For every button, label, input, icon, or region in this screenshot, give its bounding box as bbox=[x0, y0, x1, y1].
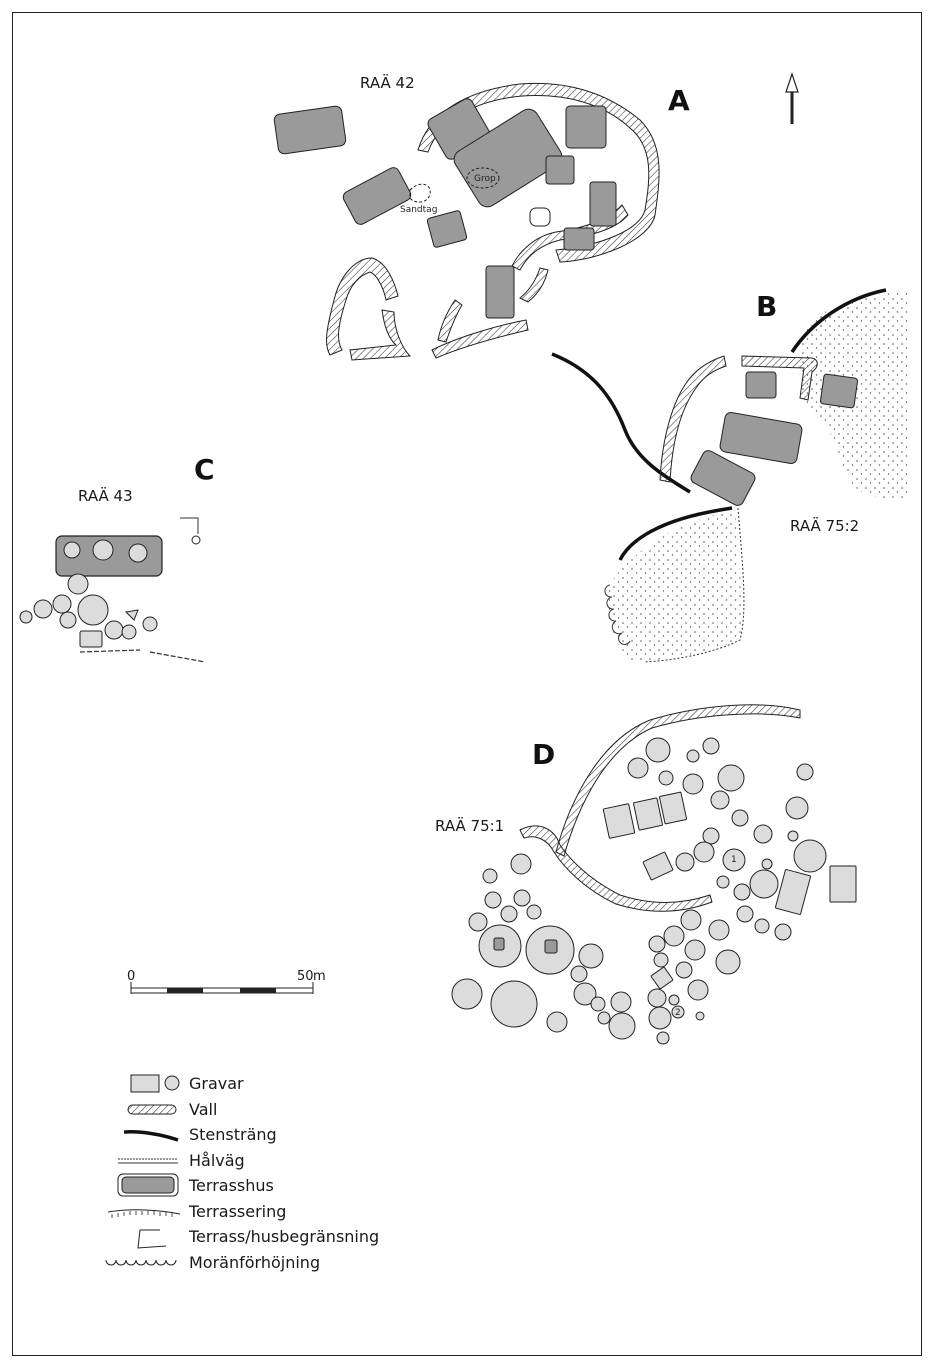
sand-pit-a bbox=[409, 183, 431, 203]
wall-b2 bbox=[741, 355, 818, 401]
grave-icon bbox=[130, 1074, 180, 1093]
hollow-way-b bbox=[643, 507, 745, 663]
legend-label-hollow-way: Hålväg bbox=[189, 1151, 245, 1170]
terrace-boundary-icon bbox=[137, 1229, 167, 1249]
wall-b1 bbox=[659, 355, 727, 483]
wall-left-a bbox=[326, 257, 399, 356]
site-a-name: RAÄ 42 bbox=[360, 73, 415, 92]
north-arrow-icon bbox=[785, 72, 799, 124]
terrace-houses-b bbox=[690, 371, 859, 506]
hollow-way-c bbox=[79, 649, 206, 663]
legend-label-stone-row: Stensträng bbox=[189, 1125, 277, 1144]
site-b-letter: B bbox=[756, 290, 777, 323]
site-b: RAÄ 75:2 B bbox=[551, 288, 910, 663]
wall-mid-a bbox=[519, 267, 549, 303]
moraine-elevation-icon bbox=[105, 1259, 177, 1266]
pit-a bbox=[466, 167, 500, 189]
terrace-houses-a bbox=[273, 98, 617, 319]
legend-label-wall: Vall bbox=[189, 1100, 217, 1119]
grave-inner-2 bbox=[544, 939, 558, 954]
scale-unit: m bbox=[313, 969, 326, 984]
site-d-name: RAÄ 75:1 bbox=[435, 816, 504, 835]
wall-sw-a bbox=[437, 299, 463, 343]
site-a-letter: A bbox=[668, 84, 690, 117]
stone-row-b3 bbox=[618, 506, 733, 561]
wall-icon bbox=[127, 1104, 177, 1115]
site-d-letter: D bbox=[532, 738, 555, 771]
site-c: RAÄ 43 C bbox=[19, 453, 215, 663]
legend-label-moraine: Moränförhöjning bbox=[189, 1253, 320, 1272]
terrace-house-icon bbox=[117, 1173, 179, 1197]
small-terrace-a bbox=[529, 207, 551, 227]
wall-d-north bbox=[555, 704, 801, 857]
legend-label-terracing: Terrassering bbox=[188, 1202, 286, 1221]
pit-label: Grop bbox=[474, 174, 496, 184]
legend-label-graves: Gravar bbox=[189, 1074, 244, 1093]
terracing-icon bbox=[107, 1209, 181, 1218]
legend: Gravar Vall Stensträng Hålväg Terrasshus… bbox=[105, 1074, 379, 1272]
grave-mark-1: 1 bbox=[731, 855, 737, 865]
legend-label-terrace-boundary: Terrass/husbegränsning bbox=[188, 1227, 379, 1246]
moraine-area-b2 bbox=[605, 510, 742, 661]
stone-row-icon bbox=[123, 1130, 179, 1142]
moraine-edge-b2 bbox=[604, 584, 631, 645]
site-a: RAÄ 42 A Grop Sandtag bbox=[273, 73, 690, 361]
grave-inner-1 bbox=[493, 937, 505, 951]
scale-end: 50 bbox=[297, 969, 314, 984]
map-frame bbox=[12, 12, 922, 1356]
terrace-boundary-c bbox=[180, 517, 199, 534]
site-d: 1 2 RAÄ 75:1 D bbox=[435, 704, 857, 1045]
scale-start: 0 bbox=[127, 969, 135, 984]
legend-label-terrace-house: Terrasshus bbox=[188, 1176, 274, 1195]
site-c-letter: C bbox=[194, 453, 215, 486]
graves-d bbox=[451, 737, 857, 1045]
stone-row-b1 bbox=[790, 288, 887, 353]
graves-c bbox=[19, 539, 158, 648]
scale-bar: 0 50 m bbox=[127, 969, 326, 994]
sand-pit-label: Sandtag bbox=[400, 205, 437, 215]
mark-c bbox=[191, 535, 201, 545]
hollow-way-icon bbox=[118, 1158, 178, 1164]
site-b-name: RAÄ 75:2 bbox=[790, 516, 859, 535]
grave-mark-2: 2 bbox=[675, 1008, 681, 1018]
wall-bottom-a bbox=[349, 309, 412, 361]
wall-lower-a bbox=[431, 319, 529, 359]
site-c-name: RAÄ 43 bbox=[78, 486, 133, 505]
wall-outer-a bbox=[417, 82, 660, 263]
